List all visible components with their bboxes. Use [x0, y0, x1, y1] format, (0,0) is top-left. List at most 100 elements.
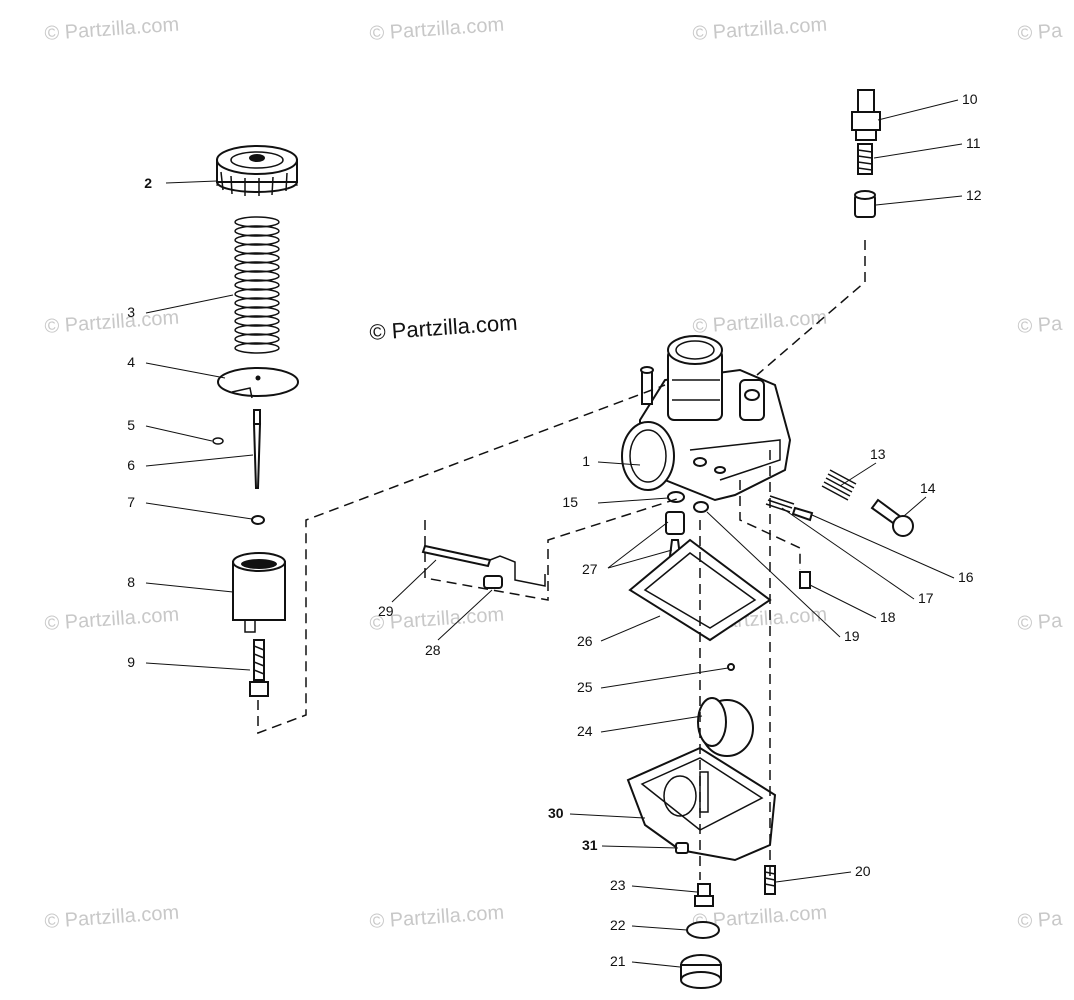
throttle-stop-screw [249, 639, 269, 697]
o-ring [686, 921, 720, 939]
callout-16: 16 [958, 569, 974, 585]
leader-line-11 [873, 143, 963, 159]
needle-clip [212, 437, 224, 445]
callout-25: 25 [577, 679, 593, 695]
spring-coil [234, 342, 280, 354]
washer-19 [693, 501, 709, 513]
callout-7: 7 [127, 494, 135, 510]
callout-22: 22 [610, 917, 626, 933]
callout-5: 5 [127, 417, 135, 433]
leader-line-18 [809, 584, 877, 619]
leader-lines [145, 99, 963, 968]
spring-coil [234, 333, 280, 345]
callout-27: 27 [582, 561, 598, 577]
callout-2: 2 [144, 175, 152, 191]
small-screw-18 [799, 571, 811, 589]
callout-17: 17 [918, 590, 934, 606]
washer-15 [667, 491, 685, 503]
spring-plate [217, 367, 299, 399]
callout-10: 10 [962, 91, 978, 107]
assembly-lines [257, 240, 866, 880]
leader-line-1 [597, 461, 641, 466]
float [697, 697, 754, 757]
leader-line-10 [877, 99, 959, 121]
callout-9: 9 [127, 654, 135, 670]
leader-line-21 [631, 961, 681, 968]
jet-needle [252, 409, 262, 489]
spring-coil [234, 306, 280, 318]
leader-line-25 [600, 667, 729, 689]
leader-line-15 [597, 497, 669, 504]
leader-line-9 [145, 662, 251, 671]
throttle-linkage [421, 544, 546, 589]
float-pin [727, 663, 735, 671]
callout-13: 13 [870, 446, 886, 462]
callout-21: 21 [610, 953, 626, 969]
slide-spring [234, 216, 280, 354]
callout-24: 24 [577, 723, 593, 739]
watermark: © Partzilla.com [369, 14, 505, 45]
carb-cap [216, 145, 298, 196]
callout-20: 20 [855, 863, 871, 879]
callout-4: 4 [127, 354, 135, 370]
leader-line-6 [145, 454, 254, 467]
needle-washer [251, 515, 265, 525]
watermark: © Partzilla.com [692, 14, 828, 45]
callout-14: 14 [920, 480, 936, 496]
callout-1: 1 [582, 453, 590, 469]
spring-coil [234, 261, 280, 273]
spring-coil [234, 216, 280, 228]
watermark: © Pa [1017, 313, 1064, 338]
drain-plug [680, 954, 722, 989]
watermark: © Partzilla.com [44, 604, 180, 635]
leader-line-22 [631, 925, 688, 931]
cap-12 [854, 190, 876, 218]
callout-6: 6 [127, 457, 135, 473]
fitting-10 [851, 89, 881, 141]
spring-coil [234, 288, 280, 300]
leader-line-16 [811, 514, 955, 579]
watermark: © Pa [1017, 610, 1064, 635]
pilot-screw [765, 495, 814, 522]
leader-line-13 [839, 462, 877, 487]
leader-line-28 [437, 589, 493, 641]
main-jet [694, 883, 714, 907]
leader-line-27b [607, 549, 673, 569]
carburetor-body [621, 335, 792, 502]
leader-line-29 [391, 559, 437, 603]
leader-line-23 [631, 885, 698, 893]
watermark: © Pa [1017, 20, 1064, 45]
leader-line-27 [607, 521, 669, 569]
spring-coil [234, 243, 280, 255]
leader-line-12 [875, 195, 963, 206]
leader-line-14 [903, 496, 927, 517]
leader-line-7 [145, 502, 253, 520]
watermark-layer: © Partzilla.com © Partzilla.com © Partzill… [44, 14, 1064, 933]
leader-line-5 [145, 425, 213, 442]
throttle-slide [232, 552, 286, 633]
watermark: © Partzilla.com [44, 14, 180, 45]
spring-coil [234, 297, 280, 309]
leader-line-31 [601, 845, 679, 849]
leader-line-2 [165, 180, 218, 184]
callout-3: 3 [127, 304, 135, 320]
idle-spring [821, 469, 857, 501]
leader-line-20 [775, 871, 852, 883]
spring-coil [234, 279, 280, 291]
callout-29: 29 [378, 603, 394, 619]
spring-coil [234, 315, 280, 327]
callout-labels: 1234567891011121314151617181920212223242… [127, 91, 982, 969]
callout-26: 26 [577, 633, 593, 649]
callout-18: 18 [880, 609, 896, 625]
spring-coil [234, 270, 280, 282]
callout-15: 15 [562, 494, 578, 510]
callout-11: 11 [966, 135, 981, 151]
main-watermark: © Partzilla.com [369, 310, 519, 345]
watermark: © Partzilla.com [44, 902, 180, 933]
watermark: © Partzilla.com [44, 307, 180, 338]
callout-31: 31 [582, 837, 598, 853]
leader-line-19 [706, 511, 841, 638]
spring-coil [234, 225, 280, 237]
leader-line-26 [600, 615, 661, 642]
